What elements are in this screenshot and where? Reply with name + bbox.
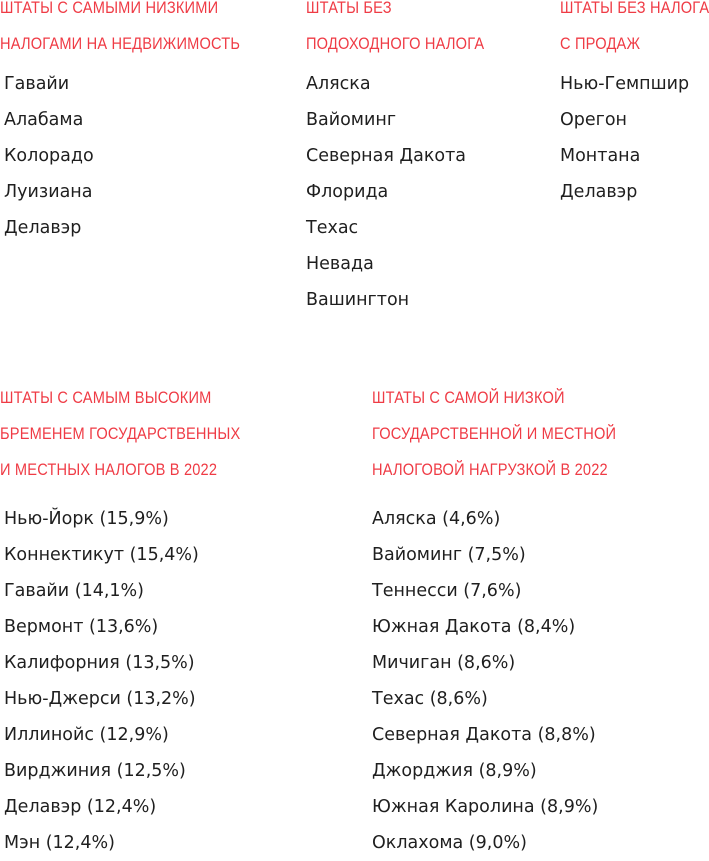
list-item: Луизиана (4, 182, 93, 202)
list-item: Орегон (560, 110, 627, 130)
list-item: Мичиган (8,6%) (372, 653, 516, 673)
list-item: Коннектикут (15,4%) (4, 545, 199, 565)
list-item: Делавэр (12,4%) (4, 797, 157, 817)
section-heading: Штаты с самыми низкими (0, 0, 219, 17)
list-item: Калифорния (13,5%) (4, 653, 195, 673)
list-item: Невада (306, 254, 374, 274)
section-heading: с продаж (560, 34, 641, 53)
list-item: Колорадо (4, 146, 94, 166)
section-heading: Штаты без (306, 0, 392, 17)
section-lowest-tax-burden: Штаты с самой низкой государственной и м… (372, 380, 656, 861)
list-item: Аляска (306, 74, 371, 94)
section-no-sales-tax: Штаты без налога с продаж Нью-Гемпшир Ор… (560, 0, 709, 210)
list-item: Южная Дакота (8,4%) (372, 617, 576, 637)
list-item: Джорджия (8,9%) (372, 761, 537, 781)
list-item: Южная Каролина (8,9%) (372, 797, 599, 817)
list-item: Монтана (560, 146, 641, 166)
section-heading: Штаты с самой низкой (372, 388, 565, 407)
list-item: Нью-Гемпшир (560, 74, 690, 94)
list-item: Мэн (12,4%) (4, 833, 115, 853)
list-item: Нью-Джерси (13,2%) (4, 689, 196, 709)
state-list: Аляска Вайоминг Северная Дакота Флорида … (306, 66, 513, 318)
list-item: Нью-Йорк (15,9%) (4, 509, 169, 529)
section-heading: Штаты с самым высоким (0, 388, 212, 407)
section-heading: и местных налогов в 2022 (0, 460, 218, 479)
section-heading: государственной и местной (372, 424, 617, 443)
section-heading: налогами на недвижимость (0, 34, 241, 53)
section-no-income-tax: Штаты без подоходного налога Аляска Вайо… (306, 0, 513, 318)
list-item: Вермонт (13,6%) (4, 617, 159, 637)
section-heading: налоговой нагрузкой в 2022 (372, 460, 608, 479)
list-item: Иллинойс (12,9%) (4, 725, 169, 745)
state-list: Нью-Гемпшир Орегон Монтана Делавэр (560, 66, 709, 210)
list-item: Северная Дакота (8,8%) (372, 725, 596, 745)
list-item: Гавайи (14,1%) (4, 581, 144, 601)
section-heading: Штаты без налога (560, 0, 709, 17)
section-lowest-property-tax: Штаты с самыми низкими налогами на недви… (0, 0, 279, 246)
list-item: Теннесси (7,6%) (372, 581, 522, 601)
section-highest-tax-burden: Штаты с самым высоким бременем государст… (0, 380, 280, 861)
list-item: Техас (306, 218, 359, 238)
section-heading: подоходного налога (306, 34, 485, 53)
list-item: Делавэр (560, 182, 638, 202)
list-item: Северная Дакота (306, 146, 467, 166)
list-item: Вирджиния (12,5%) (4, 761, 186, 781)
state-list: Гавайи Алабама Колорадо Луизиана Делавэр (0, 66, 279, 246)
list-item: Аляска (4,6%) (372, 509, 501, 529)
list-item: Вайоминг (7,5%) (372, 545, 526, 565)
list-item: Делавэр (4, 218, 82, 238)
state-list: Аляска (4,6%) Вайоминг (7,5%) Теннесси (… (372, 501, 656, 861)
list-item: Техас (8,6%) (372, 689, 488, 709)
list-item: Гавайи (4, 74, 70, 94)
list-item: Вашингтон (306, 290, 410, 310)
list-item: Алабама (4, 110, 84, 130)
list-item: Флорида (306, 182, 389, 202)
list-item: Вайоминг (306, 110, 397, 130)
section-heading: бременем государственных (0, 424, 241, 443)
list-item: Оклахома (9,0%) (372, 833, 527, 853)
state-list: Нью-Йорк (15,9%) Коннектикут (15,4%) Гав… (0, 501, 280, 861)
